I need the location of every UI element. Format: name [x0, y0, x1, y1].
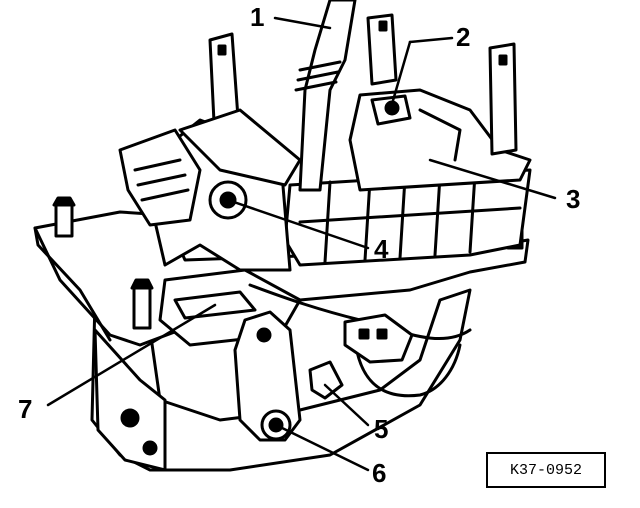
- lever-tab-right: [488, 42, 518, 156]
- tab-slot: [498, 54, 508, 66]
- mounting-plate-edge: [33, 226, 112, 342]
- tab-slot: [378, 20, 388, 32]
- mounting-stud-left: [54, 203, 74, 238]
- leader-line-5: [323, 383, 370, 427]
- left-gear-housing: [118, 128, 202, 227]
- leader-line-3: [428, 158, 557, 200]
- leader-line-1: [273, 16, 332, 30]
- selector-lever-spring: [294, 60, 342, 92]
- callout-6: 6: [372, 458, 386, 488]
- gate-crossbar: [298, 206, 522, 224]
- gate-rib: [398, 176, 407, 260]
- callout-7: 7: [18, 394, 32, 424]
- front-block-slot: [173, 290, 257, 320]
- callout-1: 1: [250, 2, 264, 32]
- locking-lever-hole: [256, 327, 272, 343]
- mounting-stud-front: [132, 286, 152, 330]
- rear-block-detail: [418, 108, 462, 162]
- lever-tab-mid: [366, 13, 398, 86]
- reference-code: K37-0952: [509, 461, 582, 479]
- housing-hole: [120, 408, 140, 428]
- detent-tab: [308, 360, 344, 400]
- housing-hole: [142, 440, 158, 456]
- wire-harness-lower: [353, 338, 462, 398]
- reference-code-box: K37-0952: [486, 452, 606, 488]
- callout-5: 5: [374, 414, 388, 444]
- connector-pin: [358, 328, 370, 340]
- connector-pin: [376, 328, 388, 340]
- mounting-stud-left-top: [52, 196, 76, 207]
- gate-rib: [323, 180, 332, 264]
- tab-slot: [217, 44, 227, 56]
- gate-rib: [433, 174, 442, 257]
- leader-line-7: [46, 303, 217, 407]
- leader-lines: [46, 16, 557, 472]
- leader-line-4: [226, 198, 370, 250]
- mechanism-illustration: [33, 0, 532, 472]
- locking-lever: [233, 310, 302, 442]
- callout-4: 4: [374, 234, 389, 264]
- mounting-stud-front-top: [130, 278, 154, 290]
- gate-rib: [468, 172, 477, 254]
- selector-lever-main: [298, 0, 357, 192]
- callout-3: 3: [566, 184, 580, 214]
- pivot-plate: [178, 108, 302, 187]
- callout-labels: 1 2 3 4 5 6 7: [18, 2, 580, 488]
- callout-2: 2: [456, 22, 470, 52]
- leader-line-6: [274, 423, 370, 472]
- leader-line-2b: [390, 40, 412, 106]
- gear-housing-lines: [133, 158, 190, 202]
- leader-line-2: [408, 36, 454, 44]
